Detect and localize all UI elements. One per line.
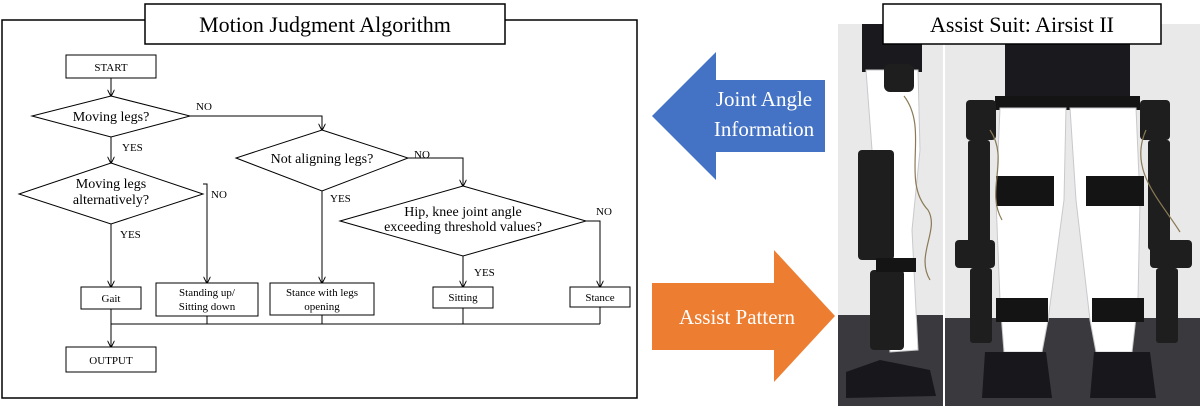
- standing-box: [155, 282, 259, 317]
- photo-front-left-thigh-frame: [968, 140, 990, 250]
- joint-angle-label-1: Joint Angle: [716, 87, 812, 111]
- algorithm-panel: Motion Judgment Algorithm START Moving l…: [1, 3, 638, 399]
- stance-label: Stance: [585, 292, 614, 304]
- not-aligning-yes-label: YES: [330, 193, 351, 205]
- moving-alt-no-label: NO: [211, 189, 227, 201]
- hip-knee-yes-label: YES: [474, 267, 495, 279]
- moving-alt-yes-label: YES: [120, 229, 141, 241]
- moving-legs-yes-label: YES: [122, 142, 143, 154]
- output-label: OUTPUT: [89, 355, 133, 367]
- flow-connectors: [111, 78, 600, 347]
- photo-side-hip-joint: [884, 64, 914, 92]
- hip-knee-decision: [338, 185, 588, 257]
- gait-box: [80, 286, 142, 310]
- start-box: [65, 54, 157, 79]
- photo-side-shank-frame: [870, 270, 904, 350]
- stance-box: [569, 286, 631, 308]
- moving-legs-decision: [30, 95, 192, 138]
- photo-front-right-knee-unit: [1150, 240, 1192, 268]
- assist-pattern-arrow: Assist Pattern: [652, 250, 835, 382]
- hip-knee-label-1: Hip, knee joint angle: [404, 205, 521, 220]
- assist-pattern-label: Assist Pattern: [679, 305, 796, 329]
- sitting-label: Sitting: [448, 292, 478, 304]
- photo-front-belt: [995, 96, 1140, 110]
- stance-open-box: [269, 282, 375, 316]
- photo-side-thigh-frame: [858, 150, 894, 260]
- standing-label-2: Sitting down: [179, 301, 236, 313]
- photo-front-right-thigh-frame: [1148, 140, 1170, 250]
- photo-front-right-hip-unit: [1140, 100, 1170, 140]
- algorithm-title-box: [144, 3, 506, 45]
- algorithm-title: Motion Judgment Algorithm: [199, 12, 451, 37]
- suit-title: Assist Suit: Airsist II: [930, 12, 1114, 37]
- hip-knee-label-2: exceeding threshold values?: [384, 220, 542, 235]
- gait-label: Gait: [102, 293, 121, 305]
- moving-alternatively-decision: [17, 162, 205, 225]
- stance-open-label-1: Stance with legs: [286, 287, 358, 299]
- joint-angle-arrow: Joint Angle Information: [652, 52, 825, 180]
- photo-front-right-shin-strap: [1092, 298, 1144, 322]
- moving-legs-label: Moving legs?: [73, 110, 150, 125]
- photo-front-left-shoe: [982, 352, 1052, 398]
- edge-moving-no: [190, 115, 322, 130]
- assist-pattern-arrow-shape: [652, 250, 835, 382]
- output-box: [65, 346, 157, 373]
- not-aligning-decision: [234, 129, 410, 192]
- not-aligning-label: Not aligning legs?: [271, 152, 374, 167]
- joint-angle-arrow-shape: [652, 52, 825, 180]
- photo-front-left-hip-unit: [966, 100, 996, 140]
- start-label: START: [94, 62, 128, 74]
- stance-open-label-2: opening: [304, 301, 340, 313]
- photo-front-right-thigh-strap: [1086, 176, 1144, 206]
- edge-hip-no: [586, 220, 600, 287]
- hip-knee-no-label: NO: [596, 206, 612, 218]
- edge-notalign-no: [408, 157, 463, 186]
- photo-front-left-thigh-strap: [996, 176, 1054, 206]
- photo-front-left-shank-frame: [970, 268, 992, 343]
- photo-front-left-knee-unit: [955, 240, 995, 268]
- photo-front-right-shank-frame: [1156, 268, 1178, 343]
- edge-alt-no: [203, 183, 207, 283]
- photo-front-right-shoe: [1090, 352, 1156, 398]
- joint-angle-label-2: Information: [714, 117, 815, 141]
- moving-alternatively-label-2: alternatively?: [73, 193, 149, 208]
- moving-alternatively-label-1: Moving legs: [76, 177, 146, 192]
- not-aligning-no-label: NO: [414, 149, 430, 161]
- photo-side-wires: [903, 95, 932, 281]
- photo-front-left-shin-strap: [996, 298, 1048, 322]
- suit-title-box: [882, 3, 1162, 45]
- photo-side-knee-strap: [876, 258, 916, 272]
- moving-legs-no-label: NO: [196, 101, 212, 113]
- standing-label-1: Standing up/: [179, 287, 236, 299]
- assist-suit-photo: Assist Suit: Airsist II: [838, 3, 1200, 406]
- photo-front-wires: [989, 129, 1181, 233]
- photo-side-shoe: [846, 360, 936, 398]
- sitting-box: [432, 286, 494, 309]
